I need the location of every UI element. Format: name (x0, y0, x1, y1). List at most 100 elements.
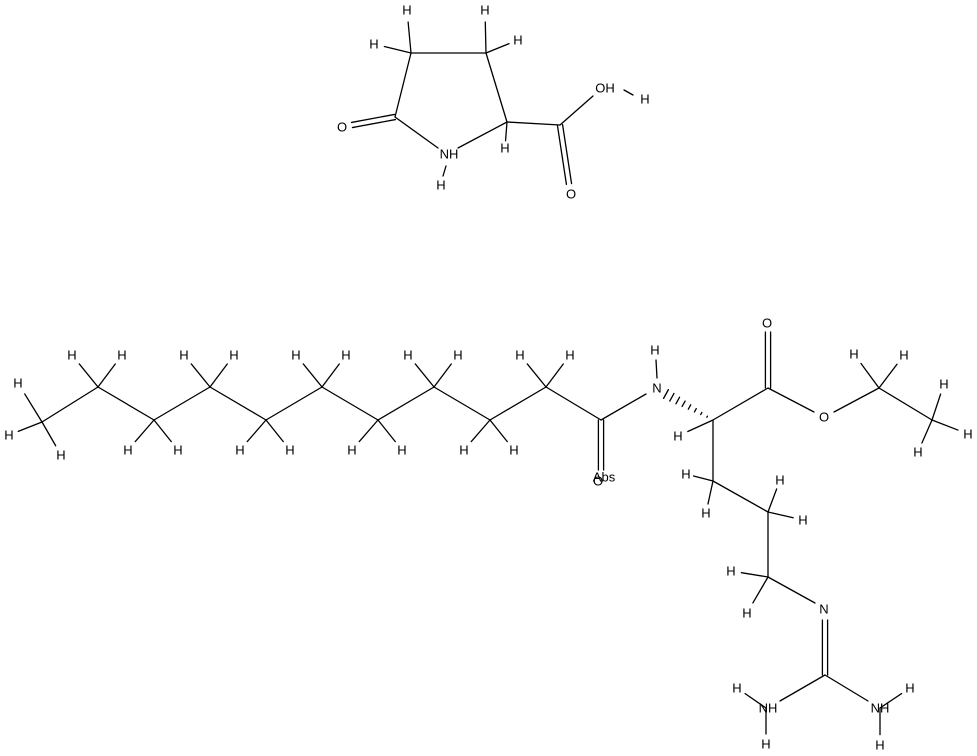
hydrogen-label: H (123, 443, 132, 458)
hydrogen-label: H (459, 443, 468, 458)
stereo-hashed-bond (687, 404, 692, 410)
hydrogen-label: H (513, 33, 522, 48)
hydrogen-label: H (291, 348, 300, 363)
hydrogen-bond (265, 419, 284, 443)
hydrogen-bond (655, 359, 658, 379)
hydrogen-bond (442, 165, 447, 177)
hydrogen-bond (153, 419, 172, 443)
nitrogen-label: N (819, 602, 828, 617)
oxygen-label: O (819, 410, 829, 425)
hydrogen-bond (246, 419, 267, 443)
hydrogen-label: H (905, 681, 914, 696)
hydrogen-label: H (13, 376, 22, 391)
hydrogen-bond (321, 363, 340, 388)
hydrogen-label: H (798, 513, 807, 528)
carbonyl-double-bond (351, 118, 397, 129)
stereo-hashed-bond (681, 400, 686, 408)
oxygen-label: O (337, 120, 347, 135)
hydrogen-label: H (775, 473, 784, 488)
hydrogen-label: H (509, 443, 518, 458)
chain-bond (377, 386, 435, 421)
hydrogen-bond (504, 121, 508, 142)
hydrogen-bond (41, 421, 57, 447)
bond (712, 387, 769, 421)
hydrogen-label: H (436, 178, 445, 193)
hydrogen-label: H (402, 3, 411, 18)
bond (824, 674, 869, 702)
chain-bond (321, 386, 379, 421)
hydrogen-label: H (117, 348, 126, 363)
oxygen-label: O (593, 474, 603, 489)
hydrogen-label: H (849, 347, 858, 362)
nh-label: NH (440, 147, 459, 162)
hydrogen-bond (687, 419, 714, 433)
chain-bond (209, 386, 267, 421)
stereo-hashed-bond (699, 411, 703, 416)
stereo-hashed-bond (675, 396, 681, 405)
hydrogen-bond (470, 419, 491, 443)
hydrogen-bond (752, 576, 769, 604)
hydrogen-bond (407, 21, 412, 54)
hydrogen-label: H (397, 443, 406, 458)
hydrogen-label: H (173, 443, 182, 458)
hydrogen-bond (740, 572, 769, 578)
hydrogen-bond (744, 692, 767, 709)
hydrogen-bond (97, 363, 116, 388)
chain-bond (97, 386, 155, 421)
hydrogen-label: H (701, 506, 710, 521)
hydrogen-bond (767, 511, 794, 519)
hydrogen-bond (921, 419, 933, 444)
hydrogen-label: H (285, 443, 294, 458)
bond (600, 393, 647, 421)
chain-bond (433, 386, 491, 421)
hydrogen-label: H (899, 348, 908, 363)
hydrogen-bond (484, 21, 487, 54)
chain-bond (265, 386, 323, 421)
hydrogen-bond (17, 421, 43, 433)
hydrogen-label: H (939, 377, 948, 392)
hydrogen-bond (526, 363, 547, 388)
hydrogen-label: H (179, 348, 188, 363)
hydrogen-bond (433, 363, 452, 388)
hydroxyl-label: OH (595, 81, 615, 96)
ring-bond (394, 52, 412, 118)
chain-bond (153, 386, 211, 421)
bond (779, 674, 826, 702)
hydrogen-label: H (347, 443, 356, 458)
hydrogen-bond (931, 393, 942, 421)
hydrogen-bond (879, 692, 903, 709)
stereo-hashed-bond (662, 388, 670, 400)
hydrogen-bond (692, 475, 714, 482)
hydrogen-label: H (875, 738, 884, 753)
hydrogen-bond (545, 363, 564, 388)
hydrogen-label: H (235, 443, 244, 458)
bond (712, 480, 769, 513)
hydrogen-bond (931, 419, 959, 431)
hydrogen-label: H (963, 427, 972, 442)
hydrogen-label: H (726, 564, 735, 579)
ring-bond (457, 121, 508, 149)
bond (833, 387, 880, 413)
hydrogen-label: H (56, 448, 65, 463)
hydrogen-bond (878, 363, 898, 389)
oxygen-label: O (762, 316, 772, 331)
hydrogen-bond (767, 488, 778, 513)
hydrogen-label: H (565, 348, 574, 363)
hydrogen-label: H (67, 348, 76, 363)
bond (559, 95, 594, 126)
hydrogen-bond (489, 419, 508, 443)
ring-bond (394, 116, 439, 149)
hydrogen-bond (383, 45, 412, 54)
hydrogen-bond (24, 393, 43, 423)
oxygen-label: O (566, 187, 576, 202)
hydrogen-bond (414, 363, 435, 388)
hydrogen-label: H (4, 428, 13, 443)
carbonyl-double-bond (561, 123, 573, 185)
amino-label: NH (759, 701, 778, 716)
hydrogen-bond (209, 363, 228, 388)
hydrogen-label: H (640, 92, 649, 107)
hydrogen-label: H (369, 37, 378, 52)
chain-bond (545, 386, 602, 421)
